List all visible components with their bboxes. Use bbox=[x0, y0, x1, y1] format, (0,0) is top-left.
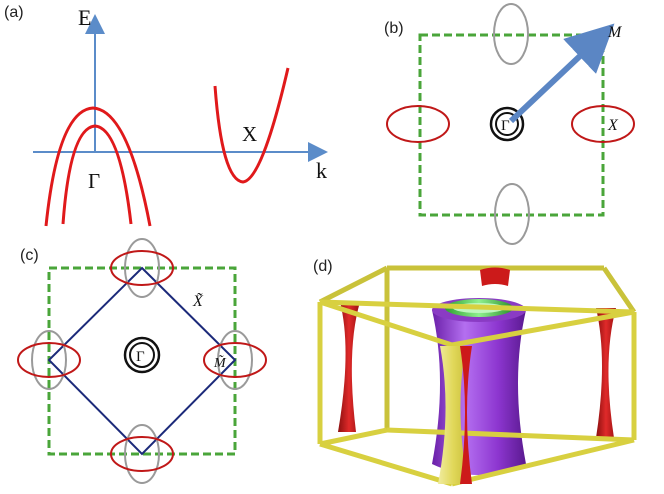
hole-pocket-inner-c bbox=[129, 342, 155, 368]
panel-b: (b) Γ M X bbox=[384, 3, 635, 245]
x-tilde-label: X̃ bbox=[192, 292, 204, 310]
panel-b-label: (b) bbox=[384, 20, 404, 37]
zone-frame-front bbox=[317, 299, 637, 487]
panel-d: (d) bbox=[313, 258, 637, 487]
panel-a-label: (a) bbox=[4, 4, 24, 21]
panel-d-label: (d) bbox=[313, 258, 333, 275]
hole-pocket-inner-b bbox=[495, 112, 519, 136]
m-point-label-b: M bbox=[607, 24, 623, 41]
red-pocket-top-c bbox=[110, 250, 174, 286]
gamma-point-label-a: Γ bbox=[88, 169, 100, 193]
red-pocket-left-b bbox=[386, 105, 450, 143]
corner-pocket-back-right bbox=[596, 308, 616, 438]
gray-pocket-top-c bbox=[124, 238, 160, 298]
panel-c-label: (c) bbox=[20, 247, 39, 264]
gamma-to-m-arrow bbox=[508, 23, 615, 124]
panel-c: (c) Γ X̃ M̃ bbox=[17, 238, 267, 484]
gray-pocket-bottom-b bbox=[494, 183, 530, 245]
red-pocket-right-c bbox=[203, 342, 267, 378]
corner-pocket-front-red bbox=[460, 346, 472, 484]
gamma-point-label-c: Γ bbox=[136, 349, 145, 365]
red-pocket-left-c bbox=[17, 342, 81, 378]
momentum-axis-label: k bbox=[316, 158, 327, 183]
panel-a: (a) E k Γ X bbox=[4, 4, 328, 227]
red-pocket-right-b bbox=[571, 105, 635, 143]
gamma-point-label-b: Γ bbox=[501, 118, 510, 134]
hole-band-inner bbox=[61, 124, 133, 225]
gray-pocket-top-b bbox=[493, 3, 529, 65]
brillouin-zone-border-b bbox=[418, 33, 605, 217]
gray-pocket-right-c bbox=[217, 330, 253, 390]
red-pocket-bottom-c bbox=[110, 436, 174, 472]
x-point-label-b: X bbox=[607, 117, 619, 134]
corner-pocket-back-top bbox=[480, 267, 510, 286]
electron-band bbox=[213, 67, 290, 184]
x-point-label-a: X bbox=[242, 122, 257, 146]
m-tilde-label: M̃ bbox=[213, 355, 227, 371]
folded-zone-diamond bbox=[47, 266, 237, 456]
energy-axis-label: E bbox=[78, 5, 91, 30]
corner-pocket-back-left bbox=[338, 302, 360, 432]
gray-pocket-left-c bbox=[31, 330, 67, 390]
hole-pocket-outer-b bbox=[489, 106, 525, 142]
hole-band-outer bbox=[44, 106, 152, 227]
gray-pocket-bottom-c bbox=[124, 424, 160, 484]
hole-pocket-outer-c bbox=[123, 336, 161, 374]
corner-pocket-front bbox=[438, 346, 468, 484]
